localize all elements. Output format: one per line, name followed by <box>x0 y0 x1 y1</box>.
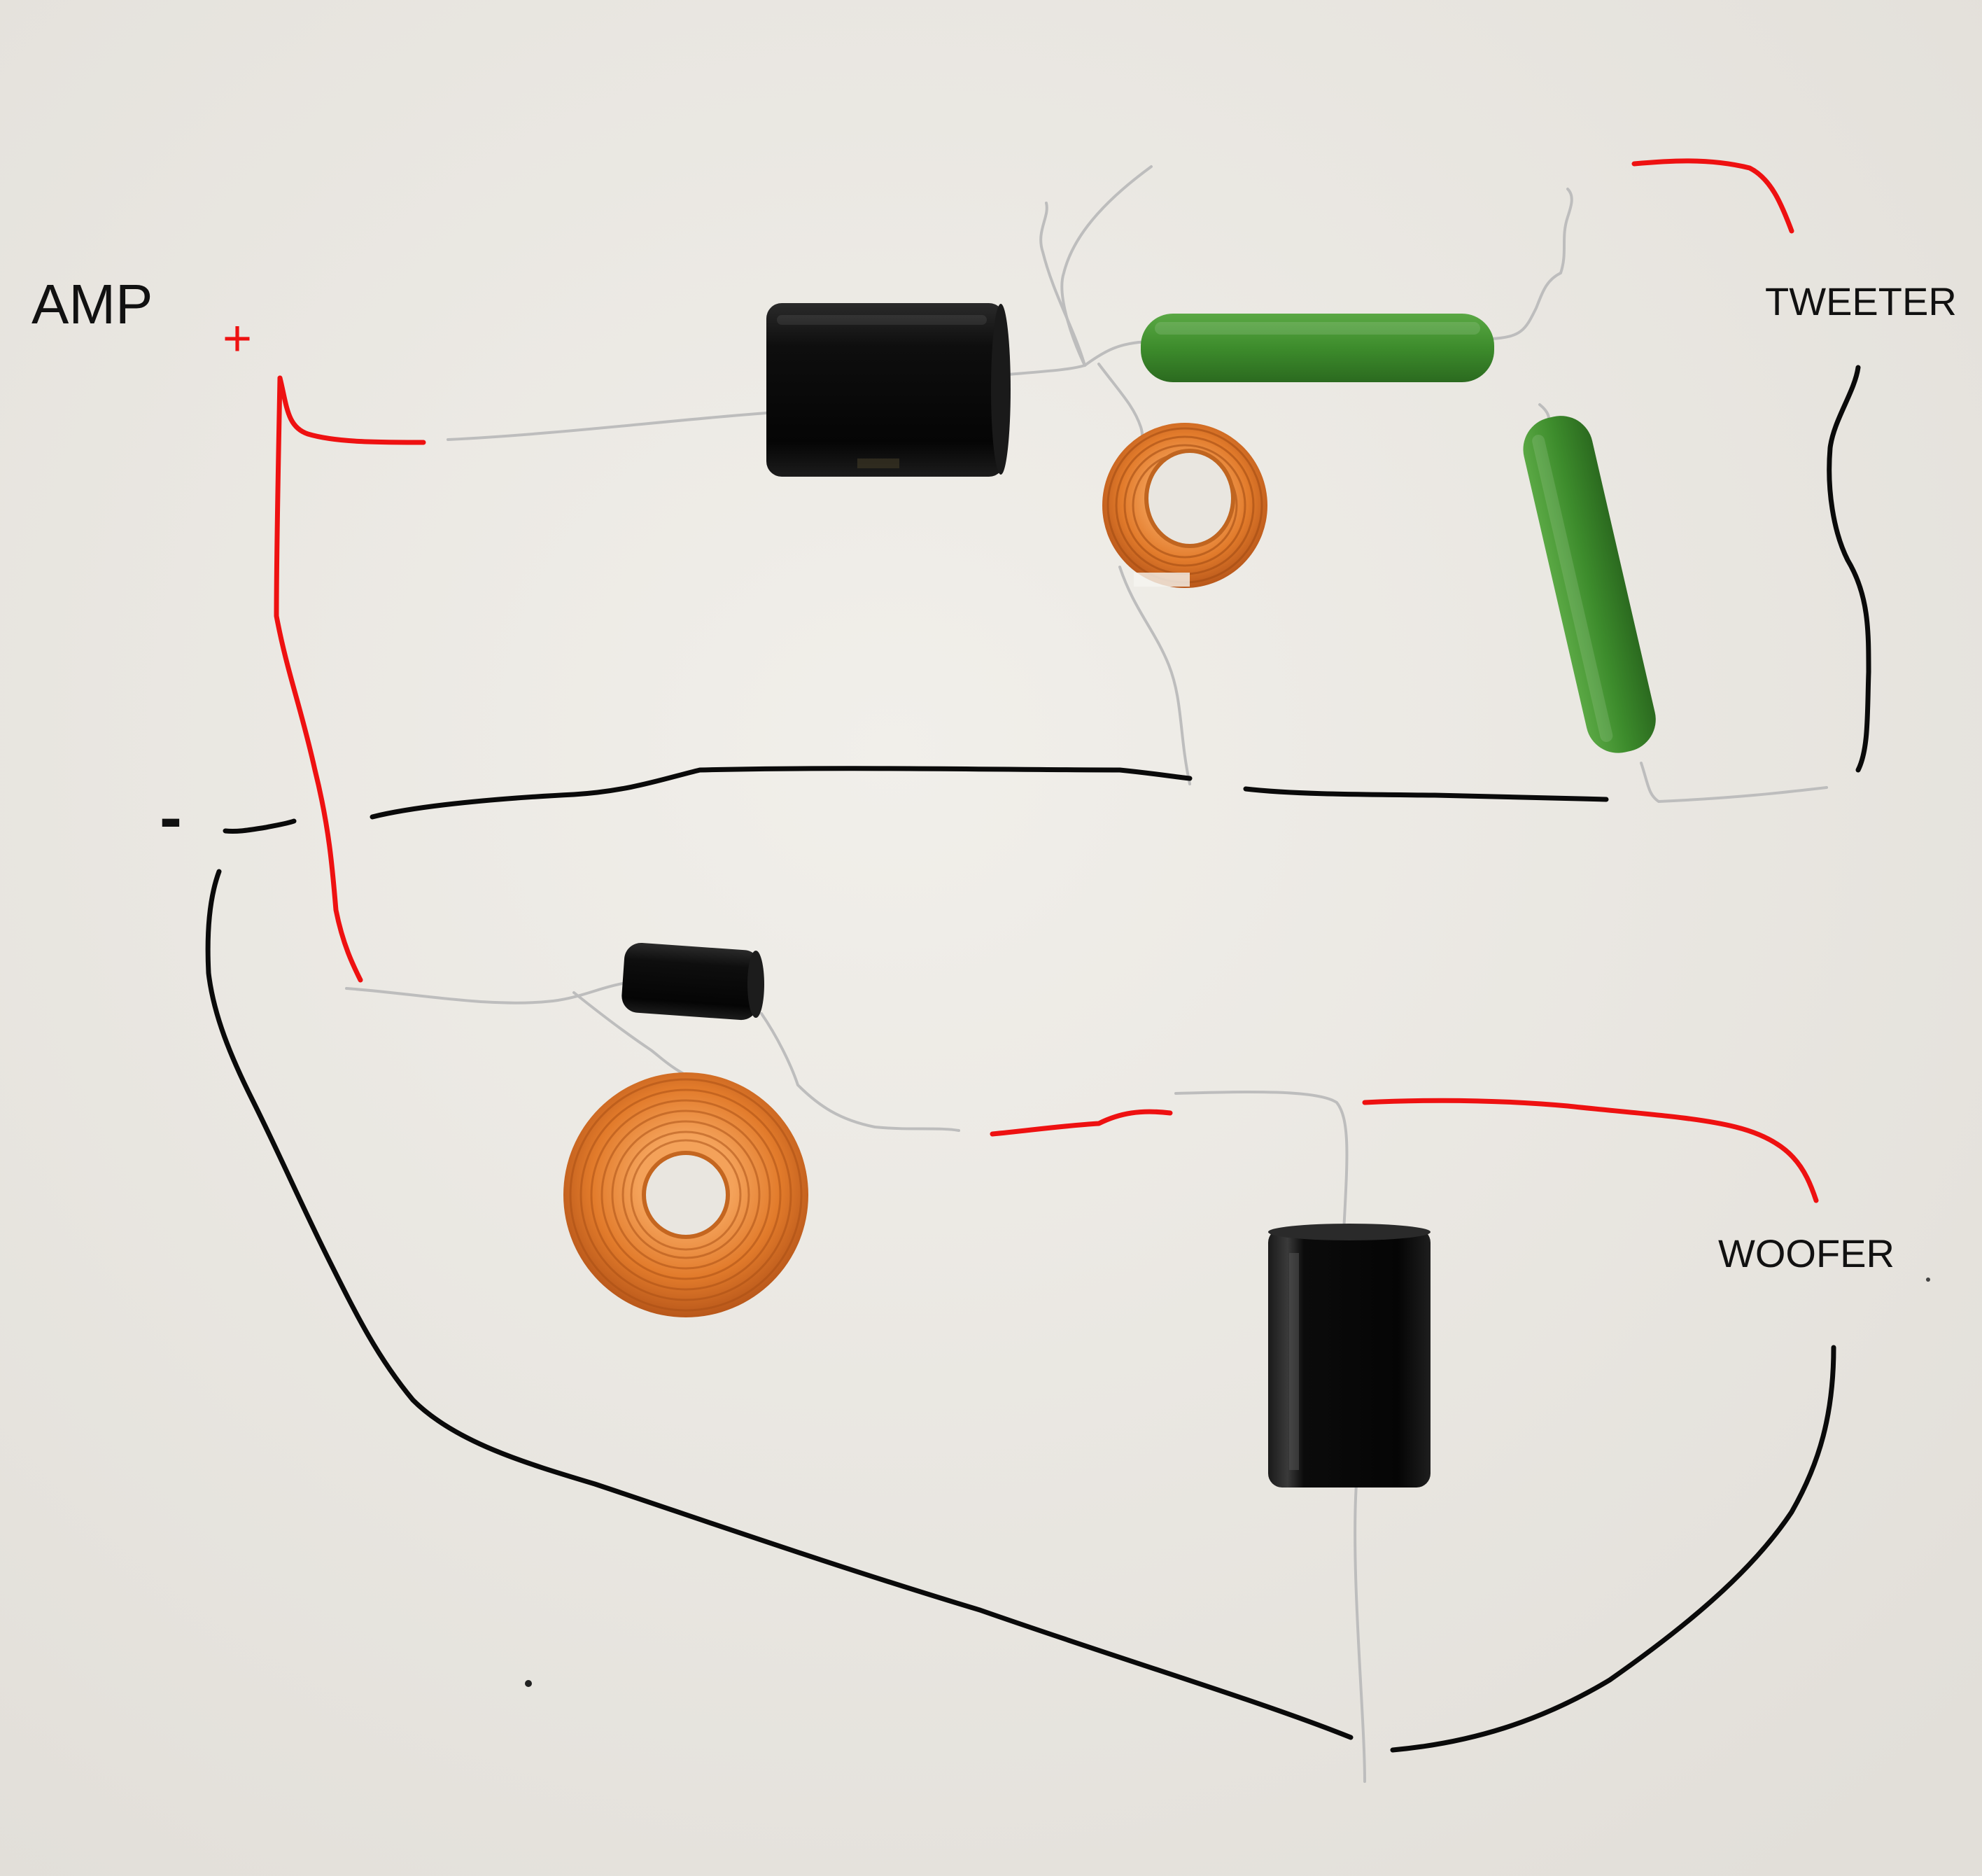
positive-wires <box>274 158 1819 1203</box>
woofer-label: WOOFER <box>1718 1231 1895 1275</box>
amp-label: AMP <box>31 273 153 335</box>
tweeter-leads <box>447 165 1828 804</box>
tweeter-series-resistor <box>1141 314 1494 382</box>
minus-label: - <box>160 780 182 855</box>
woofer-leads <box>345 982 1366 1783</box>
tweeter-capacitor <box>766 303 1011 477</box>
tweeter-shunt-resistor <box>1523 416 1656 753</box>
woofer-inductor <box>563 1072 808 1317</box>
plus-label: + <box>223 311 252 367</box>
negative-wires <box>205 365 1871 1753</box>
tweeter-inductor <box>1102 423 1267 588</box>
woofer-section <box>345 942 1431 1783</box>
woofer-capacitor <box>1268 1224 1431 1488</box>
woofer-small-capacitor <box>621 942 764 1021</box>
tweeter-label: TWEETER <box>1765 279 1957 323</box>
paper-speck <box>1926 1278 1930 1282</box>
paper-speck <box>525 1680 532 1687</box>
tweeter-section <box>447 165 1828 804</box>
